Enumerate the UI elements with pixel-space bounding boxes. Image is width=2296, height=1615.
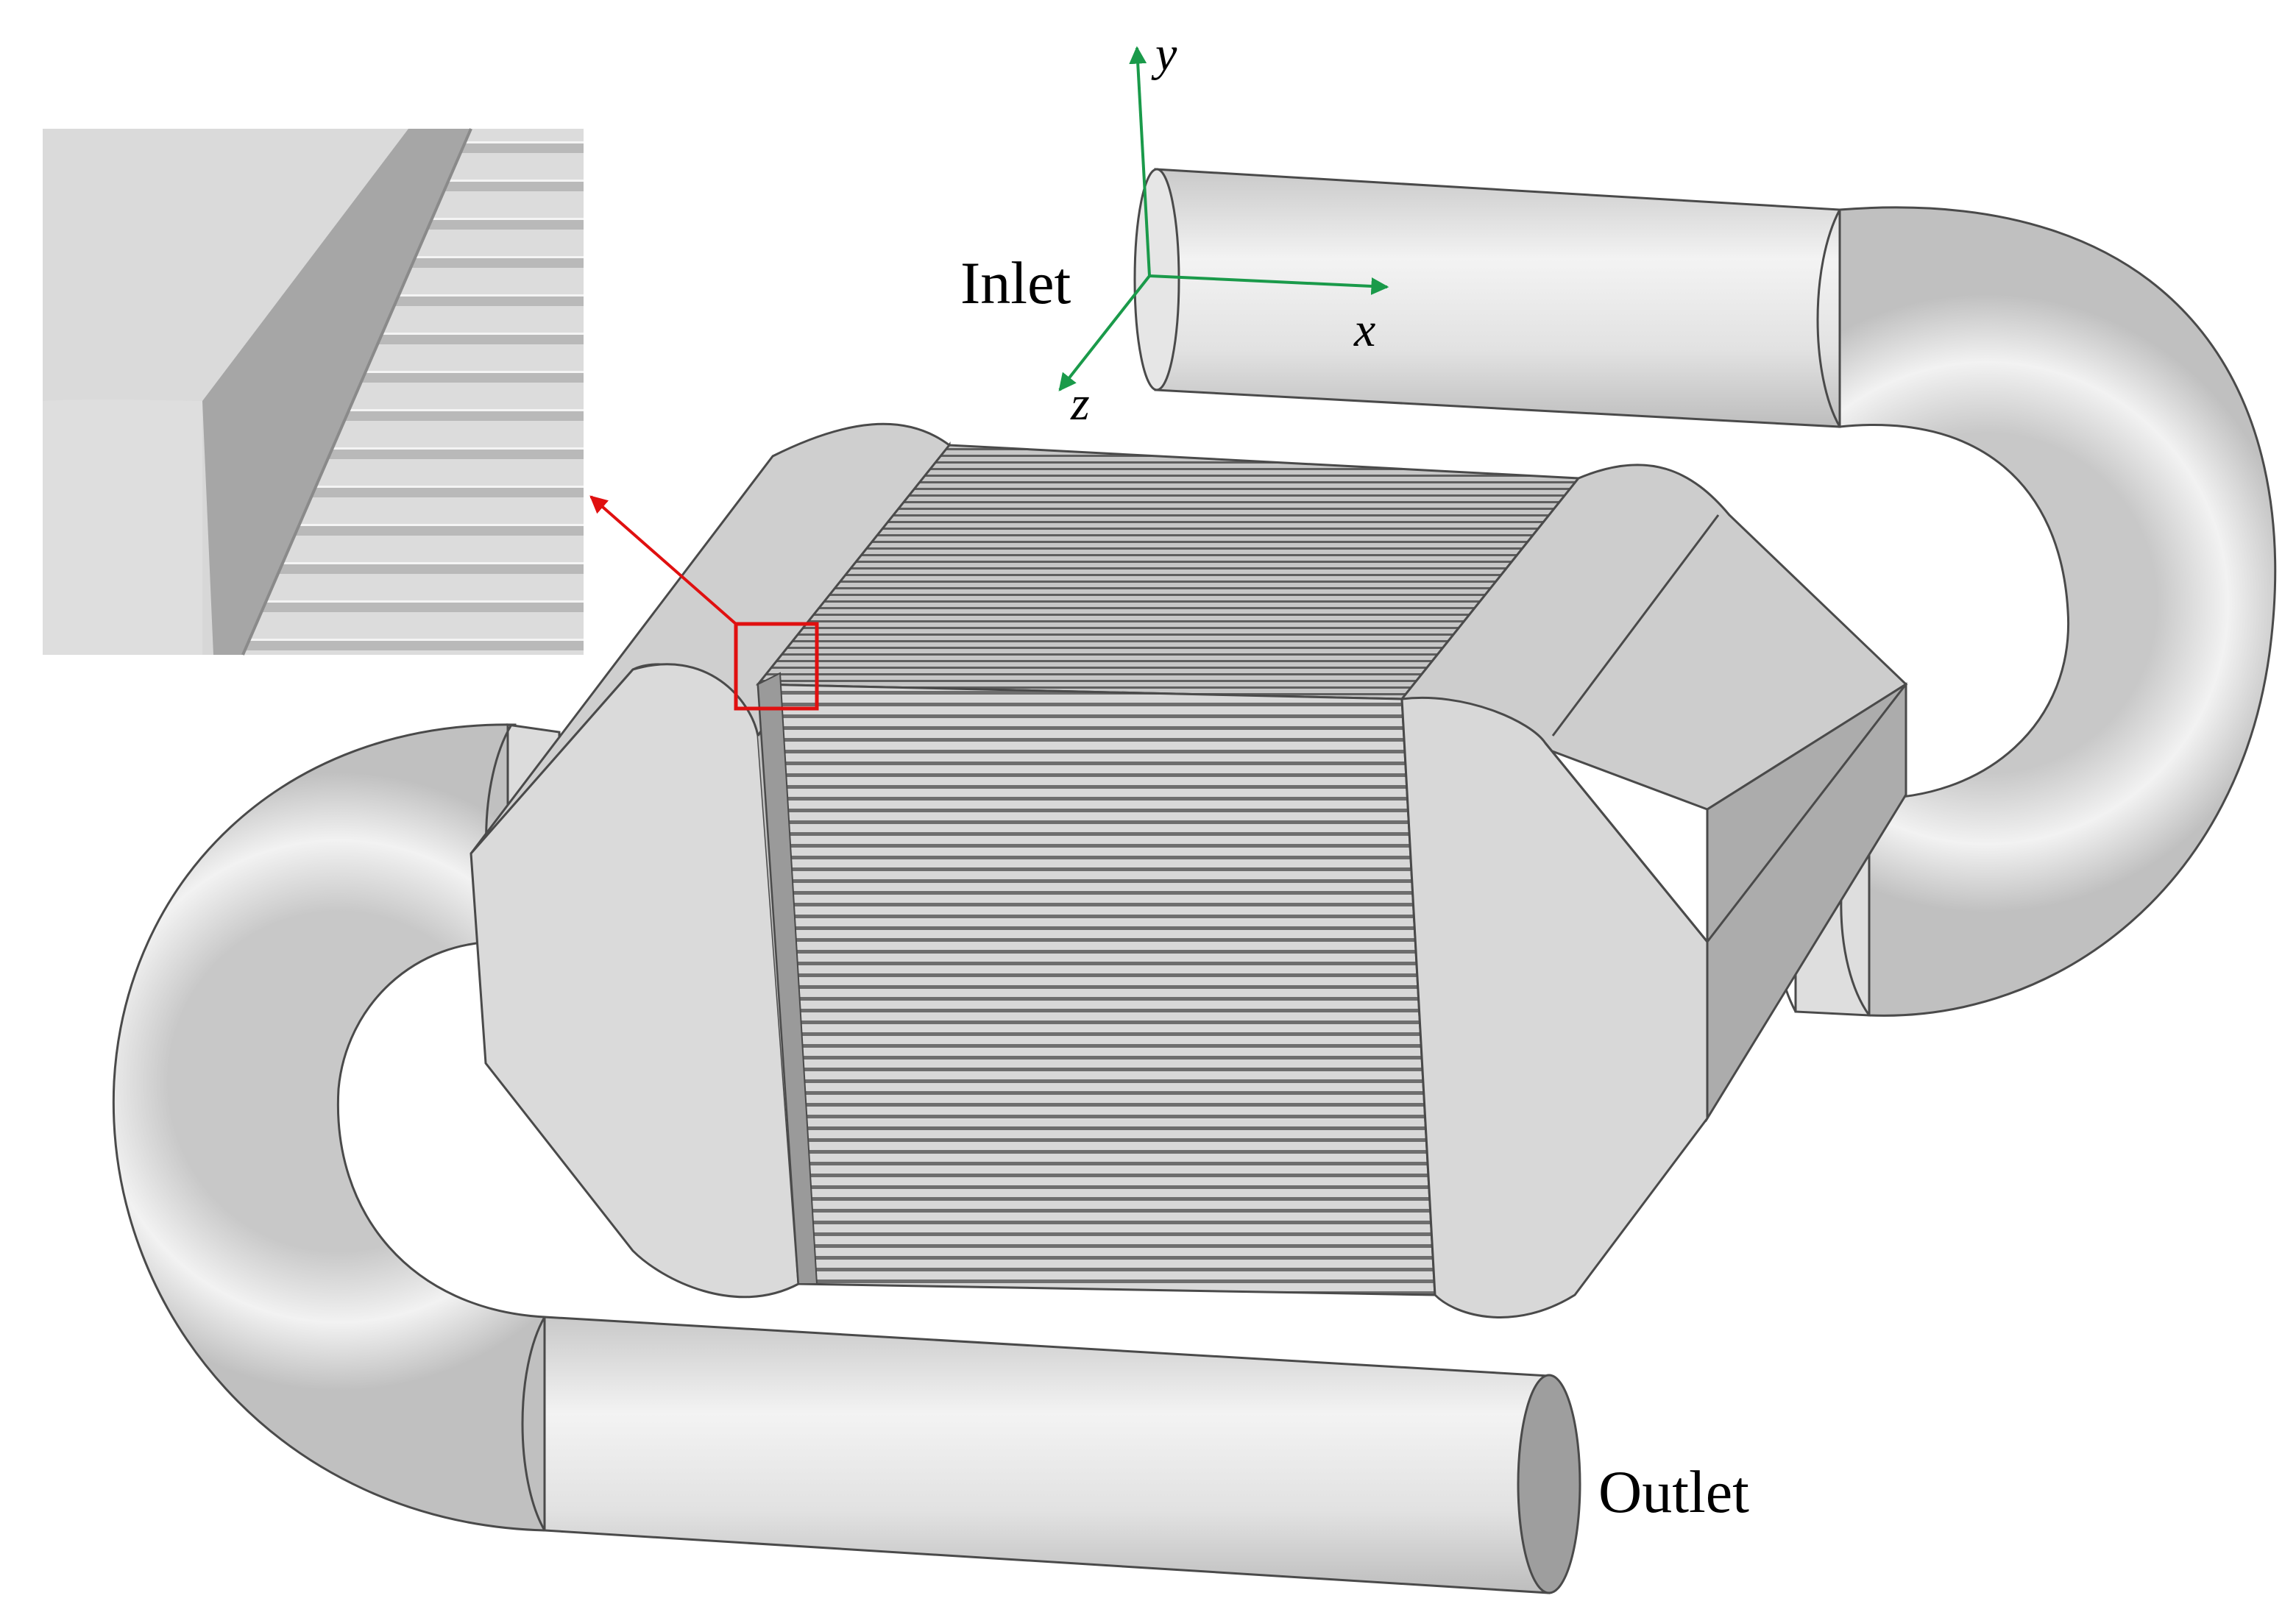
heat-exchanger-body [470, 422, 1908, 1318]
z-axis-arrow [1058, 274, 1151, 391]
y-axis-label: y [1151, 27, 1177, 81]
coordinate-axes: y x z [1058, 27, 1389, 430]
outlet-pipe-assembly [112, 723, 1581, 1594]
right-u-bend [1838, 206, 2277, 1017]
left-u-bend [112, 723, 546, 1532]
inlet-opening [1133, 168, 1180, 391]
outlet-opening [1517, 1374, 1581, 1594]
zoom-inset [43, 128, 584, 656]
inlet-pipe-assembly [1133, 168, 2277, 1017]
x-axis-arrow [1149, 274, 1389, 295]
inlet-label: Inlet [960, 249, 1071, 316]
y-axis-arrow [1129, 46, 1151, 277]
outlet-straight-pipe [543, 1316, 1551, 1594]
zoom-header-edge [202, 129, 471, 655]
x-axis-label: x [1353, 303, 1375, 357]
zoom-fins [243, 129, 584, 655]
inlet-straight-pipe [1154, 168, 1841, 428]
zoom-region-box [734, 622, 819, 711]
core-front-face [757, 683, 1436, 1296]
z-axis-label: z [1070, 377, 1090, 430]
callout-arrow [589, 495, 737, 625]
outlet-label: Outlet [1598, 1458, 1749, 1525]
